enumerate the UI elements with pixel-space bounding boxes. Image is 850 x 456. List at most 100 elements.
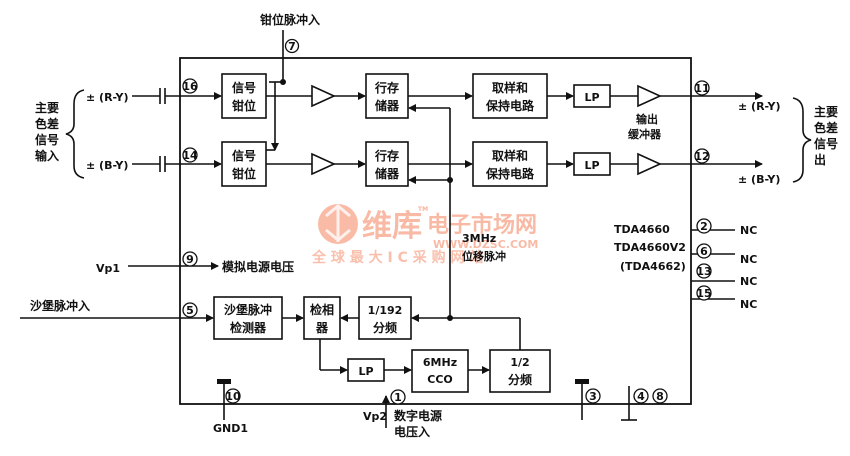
amplifier-ry — [311, 84, 336, 108]
right-brace — [792, 97, 812, 183]
svg-text:行存: 行存 — [374, 80, 399, 95]
svg-text:9: 9 — [186, 253, 194, 266]
svg-text:16: 16 — [182, 80, 198, 93]
watermark-tm: TM — [418, 206, 428, 213]
pin-4: 4 — [633, 388, 649, 404]
svg-text:钳位: 钳位 — [232, 98, 256, 113]
svg-text:6: 6 — [700, 245, 708, 258]
watermark-brand: 维库 — [362, 209, 422, 244]
pin-12: 12 — [694, 148, 710, 164]
svg-text:3: 3 — [589, 390, 597, 403]
watermark-url: WWW.DZSC.COM — [433, 238, 538, 251]
pin-16: 16 — [182, 78, 198, 94]
svg-text:取样和: 取样和 — [492, 148, 528, 163]
svg-text:NC: NC — [740, 298, 757, 311]
svg-text:缓冲器: 缓冲器 — [628, 127, 662, 141]
svg-text:保持电路: 保持电路 — [485, 98, 535, 113]
watermark: 维库 电子市场网 WWW.DZSC.COM TM 全 球 最 大 I C 采 购… — [311, 204, 538, 266]
left-brace — [65, 89, 85, 179]
gnd1-label: GND1 — [213, 422, 248, 435]
svg-text:(TDA4662): (TDA4662) — [620, 260, 686, 273]
svg-text:储器: 储器 — [375, 166, 400, 181]
output-buffer-label: 输出 — [636, 112, 658, 126]
line-memory-by — [365, 141, 409, 187]
svg-text:13: 13 — [696, 265, 711, 278]
svg-text:输入: 输入 — [35, 148, 59, 163]
line-memory-ry — [365, 73, 409, 119]
watermark-logo-icon — [318, 204, 358, 244]
output-ry-label: ± (R-Y) — [738, 100, 781, 113]
output-by-label: ± (B-Y) — [738, 173, 780, 186]
svg-text:行存: 行存 — [374, 148, 399, 163]
vp2-description: 数字电源 — [394, 408, 442, 423]
watermark-brand-2: 电子市场网 — [427, 212, 537, 238]
vp1-label: Vp1 — [96, 262, 120, 275]
svg-text:5: 5 — [186, 304, 194, 317]
vp1-description: 模拟电源电压 — [222, 259, 294, 274]
junction-dot — [447, 177, 453, 183]
svg-text:钳位: 钳位 — [232, 166, 256, 181]
clamp-block-by — [221, 141, 267, 187]
svg-text:主要: 主要 — [814, 104, 838, 119]
shift-pulse-label: 3MHz — [462, 232, 496, 245]
right-group-label: 主要 色差 信号 出 — [814, 104, 838, 167]
svg-text:主要: 主要 — [35, 100, 59, 115]
svg-text:6MHz: 6MHz — [423, 356, 457, 369]
svg-text:储器: 储器 — [375, 98, 400, 113]
svg-text:2: 2 — [700, 220, 708, 233]
svg-text:沙堡脉冲: 沙堡脉冲 — [224, 302, 272, 317]
svg-text:色差: 色差 — [814, 120, 838, 135]
input-by-label: ± (B-Y) — [86, 159, 128, 172]
svg-text:信号: 信号 — [814, 136, 838, 151]
pin-11: 11 — [694, 80, 710, 96]
svg-text:信号: 信号 — [35, 132, 59, 147]
svg-text:1/2: 1/2 — [510, 356, 529, 369]
watermark-slogan: 全 球 最 大 I C 采 购 网 站 — [311, 249, 483, 266]
svg-text:14: 14 — [182, 149, 198, 162]
svg-text:色差: 色差 — [35, 116, 59, 131]
divide-2-block — [489, 349, 551, 393]
amplifier-by — [311, 152, 336, 176]
svg-text:保持电路: 保持电路 — [485, 166, 535, 181]
clamp-pulse-input-label: 钳位脉冲入 — [260, 12, 320, 27]
ground-symbol-icon — [575, 379, 589, 384]
pin-9: 9 — [182, 251, 198, 267]
svg-text:11: 11 — [694, 82, 709, 95]
svg-text:电压入: 电压入 — [394, 424, 430, 439]
svg-text:TDA4660V2: TDA4660V2 — [614, 241, 686, 254]
pin-1: 1 — [390, 389, 406, 405]
vco-6mhz-block — [411, 349, 469, 393]
svg-text:15: 15 — [696, 287, 711, 300]
output-buffer-ry — [637, 84, 662, 108]
svg-text:NC: NC — [740, 275, 757, 288]
svg-text:CCO: CCO — [427, 373, 453, 386]
pin-3: 3 — [585, 388, 601, 404]
svg-text:4: 4 — [637, 390, 645, 403]
svg-text:1: 1 — [394, 391, 402, 404]
svg-text:10: 10 — [225, 390, 241, 403]
svg-text:分频: 分频 — [508, 372, 532, 387]
vp2-label: Vp2 — [363, 410, 387, 423]
svg-text:信号: 信号 — [232, 148, 256, 163]
pin-10: 10 — [225, 388, 241, 404]
svg-text:8: 8 — [656, 390, 664, 403]
sandcastle-input-label: 沙堡脉冲入 — [30, 298, 90, 313]
nc-pins-table: TDA4660 TDA4660V2 (TDA4662) 2 6 13 15 NC… — [614, 218, 757, 311]
svg-text:信号: 信号 — [232, 80, 256, 95]
svg-text:出: 出 — [814, 152, 826, 167]
sandcastle-detector-block — [213, 296, 283, 340]
output-buffer-by — [637, 152, 662, 176]
pin-7: 7 — [284, 38, 300, 54]
svg-text:LP: LP — [584, 91, 599, 104]
svg-text:12: 12 — [694, 150, 709, 163]
svg-text:器: 器 — [315, 321, 329, 335]
clamp-block-ry — [221, 73, 267, 119]
svg-text:位移脉冲: 位移脉冲 — [462, 249, 506, 263]
svg-text:NC: NC — [740, 224, 757, 237]
pin-8: 8 — [652, 388, 668, 404]
svg-text:NC: NC — [740, 253, 757, 266]
svg-text:检相: 检相 — [310, 302, 334, 317]
svg-text:7: 7 — [288, 40, 296, 53]
svg-text:检测器: 检测器 — [230, 320, 267, 335]
